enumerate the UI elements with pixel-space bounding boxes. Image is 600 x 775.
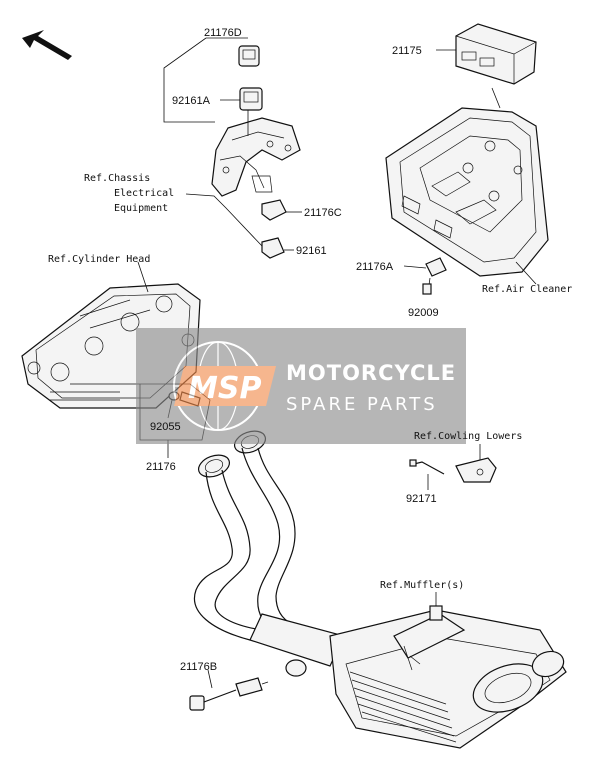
part-label-92161A: 92161A: [172, 95, 211, 107]
cowling-bracket-group: [409, 444, 497, 490]
ref-chassis-line2: Electrical: [114, 188, 174, 199]
ref-cowling-lowers: Ref.Cowling Lowers: [414, 431, 522, 442]
part-label-92171: 92171: [406, 493, 437, 505]
oxygen-sensor-21176B: [189, 669, 269, 711]
watermark-title: MOTORCYCLE: [286, 361, 456, 385]
electrical-bracket: [211, 117, 301, 197]
watermark-badge: [174, 366, 276, 406]
ecu-21175: [436, 23, 537, 85]
part-label-21176C: 21176C: [304, 207, 342, 219]
connector-92161A: [239, 87, 263, 111]
muffler: [329, 592, 567, 749]
watermark-logo: MSP: [188, 371, 261, 406]
ref-air-cleaner: Ref.Air Cleaner: [482, 284, 572, 295]
muffler-cooling-fins: [349, 671, 457, 743]
front-direction-arrow-icon: [22, 30, 72, 60]
part-label-21176A: 21176A: [356, 261, 394, 273]
exhaust-header-pipes: [193, 430, 345, 677]
relay-bracket-group: [163, 37, 302, 259]
ref-chassis-line1: Ref.Chassis: [84, 173, 150, 184]
watermark-subtitle: SPARE PARTS: [286, 394, 438, 415]
part-label-21176: 21176: [146, 461, 176, 473]
ref-chassis-line3: Equipment: [114, 203, 168, 214]
part-label-21176B: 21176B: [180, 661, 217, 673]
part-label-21176D: 21176D: [204, 27, 242, 39]
part-label-92161: 92161: [296, 245, 327, 257]
air-cleaner-housing: [385, 87, 549, 285]
sensor-21176A: [403, 257, 447, 293]
part-label-92009: 92009: [408, 307, 439, 319]
sensor-21176C: [261, 199, 302, 221]
part-label-92055: 92055: [150, 421, 181, 433]
relay-21176D: [238, 45, 260, 67]
ref-cylinder-head: Ref.Cylinder Head: [48, 254, 150, 265]
watermark: MSP MOTORCYCLE SPARE PARTS: [136, 328, 466, 444]
connector-92161: [261, 237, 294, 259]
ref-muffler: Ref.Muffler(s): [380, 580, 464, 591]
bolt-92009: [422, 283, 432, 295]
part-label-21175: 21175: [392, 45, 422, 57]
bolt-92171: [409, 459, 445, 475]
